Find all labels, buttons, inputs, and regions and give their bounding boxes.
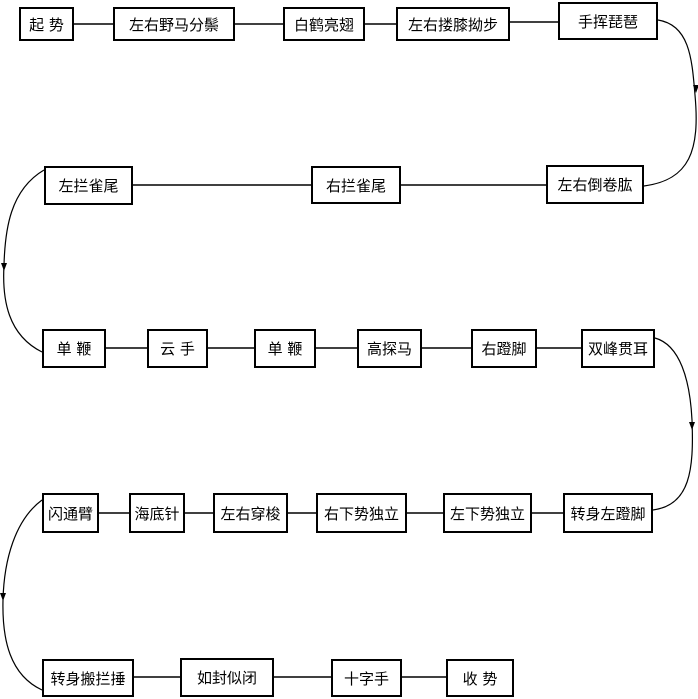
node-shouhui-pipa: 手挥琵琶: [558, 2, 658, 40]
node-zhuanshen-zuo-dengjiao: 转身左蹬脚: [563, 493, 653, 533]
node-label: 闪通臂: [47, 504, 93, 523]
node-gaotanma: 高探马: [357, 329, 422, 368]
node-label: 左右倒卷肱: [557, 176, 633, 194]
arrow-down-icon: [0, 593, 6, 601]
node-label: 单 鞭: [267, 340, 303, 358]
node-label: 双峰贯耳: [587, 340, 648, 358]
node-label: 收 势: [462, 669, 498, 688]
node-label: 高探马: [366, 340, 412, 358]
connector-curve: [652, 337, 693, 511]
node-rufeng-sibi: 如封似闭: [180, 658, 274, 697]
arrow-down-icon: [689, 422, 695, 430]
node-you-dengjiao: 右蹬脚: [471, 329, 537, 368]
node-shantongbi: 闪通臂: [42, 493, 99, 533]
node-label: 十字手: [343, 669, 389, 688]
node-label: 左拦雀尾: [58, 177, 119, 195]
node-zhuanshen-banlanchui: 转身搬拦捶: [42, 659, 134, 697]
node-label: 左下势独立: [449, 504, 525, 523]
node-louxi-aobu: 左右搂膝拗步: [396, 7, 510, 41]
node-label: 手挥琵琶: [577, 12, 638, 31]
connector-curve: [2, 499, 43, 691]
node-label: 左右穿梭: [220, 504, 281, 523]
node-label: 右下势独立: [323, 504, 399, 523]
node-you-xiashi-duli: 右下势独立: [316, 493, 407, 533]
node-label: 转身搬拦捶: [50, 669, 126, 688]
connector-curve: [3, 169, 45, 353]
node-zuoyou-chuansuo: 左右穿梭: [213, 493, 288, 533]
node-haidizhen: 海底针: [129, 493, 185, 533]
node-label: 如封似闭: [196, 669, 257, 687]
node-shoushi: 收 势: [446, 659, 514, 697]
node-zuo-xiashi-duli: 左下势独立: [443, 493, 532, 533]
node-label: 白鹤亮翅: [293, 15, 354, 34]
node-shizishou: 十字手: [331, 659, 402, 697]
node-label: 海底针: [134, 504, 180, 523]
node-dao-juangong: 左右倒卷肱: [546, 165, 644, 204]
node-label: 转身左蹬脚: [570, 504, 646, 523]
node-yema-fenzong: 左右野马分鬃: [113, 7, 235, 41]
arrow-down-icon: [1, 263, 7, 271]
node-label: 右蹬脚: [481, 340, 527, 358]
node-danbian-1: 单 鞭: [42, 329, 106, 368]
node-label: 右拦雀尾: [325, 176, 386, 195]
node-you-lanquewei: 右拦雀尾: [311, 166, 401, 204]
arrow-down-icon: [693, 85, 698, 93]
node-shuangfeng-guaner: 双峰贯耳: [581, 329, 655, 368]
node-label: 左右野马分鬃: [128, 15, 219, 34]
node-label: 起 势: [29, 15, 64, 34]
node-label: 左右搂膝拗步: [407, 15, 498, 34]
node-qishi: 起 势: [19, 7, 74, 41]
node-label: 单 鞭: [56, 340, 92, 358]
node-zuo-lanquewei: 左拦雀尾: [44, 166, 133, 205]
connector-curve: [643, 19, 697, 187]
node-yunshou: 云 手: [147, 329, 208, 368]
node-danbian-2: 单 鞭: [254, 329, 316, 368]
node-baihe-liangchi: 白鹤亮翅: [283, 7, 365, 41]
node-label: 云 手: [160, 340, 195, 358]
